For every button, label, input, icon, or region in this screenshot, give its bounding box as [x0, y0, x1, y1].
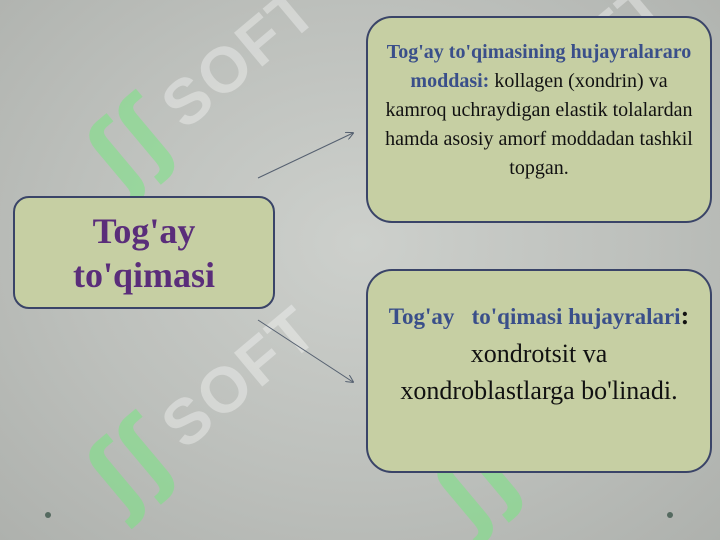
main-concept-box: Tog'ay to'qimasi: [13, 196, 275, 309]
arrow-to-bottom-box: [257, 319, 353, 382]
decorative-dot-right: [667, 512, 673, 518]
cartilage-cells-colon: :: [680, 301, 690, 330]
cartilage-cells-heading: Tog'ay to'qimasi hujayralari: [388, 304, 681, 329]
intercellular-substance-text: Tog'ay to'qimasining hujayralararo modda…: [384, 38, 694, 183]
decorative-dot-left: [45, 512, 51, 518]
cartilage-cells-text: Tog'ay to'qimasi hujayralari: xondrotsit…: [382, 297, 696, 409]
intercellular-substance-body: kollagen (xondrin) va kamroq uchraydigan…: [385, 70, 693, 179]
cartilage-cells-body: xondrotsit va xondroblastlarga bo'linadi…: [400, 301, 696, 405]
cartilage-cells-box: Tog'ay to'qimasi hujayralari: xondrotsit…: [366, 269, 712, 473]
arrow-to-top-box: [257, 133, 353, 179]
main-title: Tog'ay to'qimasi: [72, 210, 215, 295]
intercellular-substance-box: Tog'ay to'qimasining hujayralararo modda…: [366, 16, 712, 223]
intercellular-substance-heading: Tog'ay to'qimasining hujayralararo modda…: [386, 41, 692, 92]
